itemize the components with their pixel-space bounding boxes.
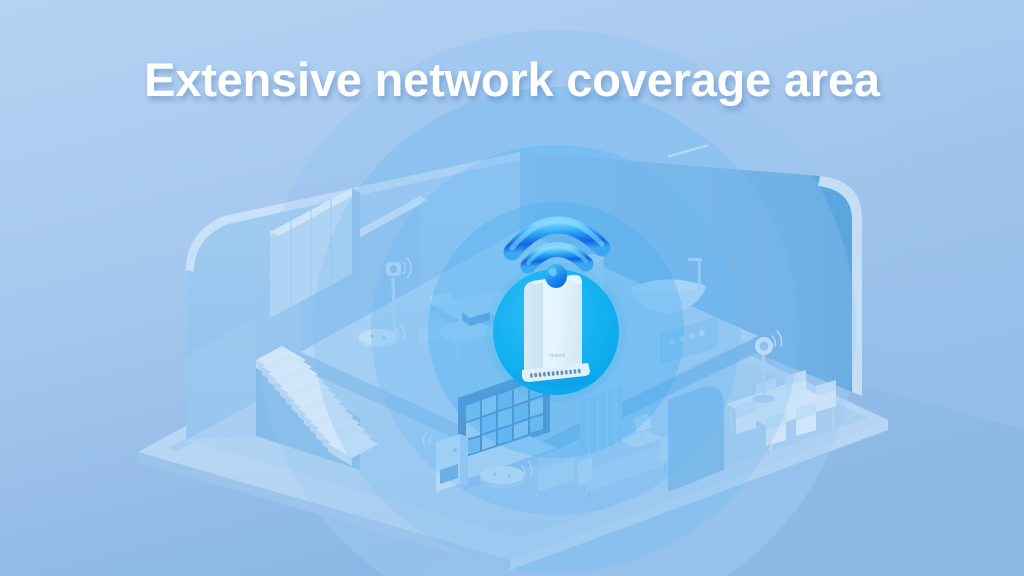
wifi-signal-icon <box>503 216 611 288</box>
side-table-lamp <box>618 413 664 460</box>
robot-vacuum-lower <box>480 460 533 488</box>
tv-thumbnails <box>466 379 543 455</box>
standing-fan <box>752 330 783 403</box>
radiator <box>580 386 622 458</box>
router-logo: mesh <box>550 353 566 359</box>
back-right-wall <box>520 152 862 396</box>
refrigerator <box>422 431 468 492</box>
laptop <box>462 312 490 326</box>
bathtub <box>630 258 706 314</box>
robot-vacuum-upper <box>359 325 406 348</box>
armchair <box>538 444 574 501</box>
wall-art <box>660 143 718 364</box>
ground-left-inner-wall <box>186 318 256 440</box>
wardrobe <box>270 188 360 318</box>
curved-divider-wall <box>668 386 724 492</box>
smart-tv[interactable] <box>458 366 550 462</box>
desk-and-chair <box>418 303 508 360</box>
router-vents <box>529 368 581 378</box>
page-title: Extensive network coverage area <box>144 53 880 106</box>
mesh-wifi-router[interactable]: mesh <box>520 274 596 387</box>
staircase <box>256 346 378 470</box>
